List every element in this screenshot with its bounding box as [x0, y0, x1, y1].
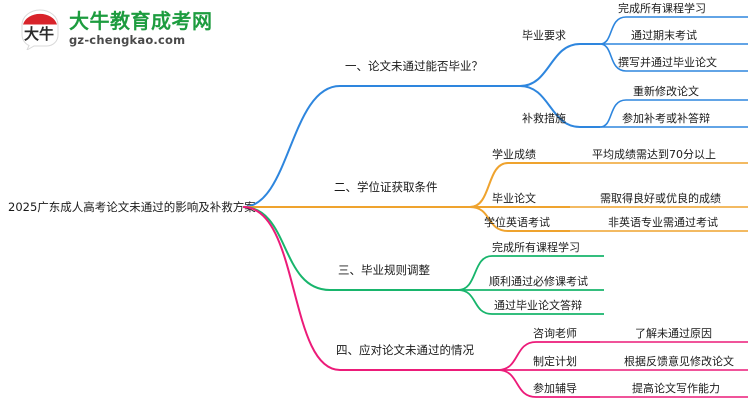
- branch-4-trunk: [242, 206, 498, 371]
- logo-title: 大牛教育成考网: [69, 9, 213, 34]
- branch-3-leaf-3-label: 通过毕业论文答辩: [494, 298, 582, 312]
- branch-2-label: 二、学位证获取条件: [334, 180, 438, 194]
- site-logo: 大牛 大牛教育成考网 gz-chengkao.com: [18, 8, 213, 52]
- branch-1-sub-1-leaf-3-connector: [599, 43, 748, 72]
- branch-2-sub-1-connector: [469, 162, 570, 208]
- branch-4-label: 四、应对论文未通过的情况: [336, 343, 474, 357]
- branch-2-sub-1-label: 学业成绩: [492, 147, 536, 161]
- branch-1-sub-2-leaf-2-label: 参加补考或补答辩: [622, 111, 710, 125]
- branch-2-sub-1-leaf-1-label: 平均成绩需达到70分以上: [592, 148, 716, 161]
- mindmap-branch-4[interactable]: 四、应对论文未通过的情况 咨询老师 了解未通过原因 制定计划 根据反馈意见修改论…: [242, 206, 748, 398]
- branch-1-sub-2-connector: [519, 85, 600, 128]
- svg-text:大牛: 大牛: [24, 25, 54, 43]
- branch-3-label: 三、毕业规则调整: [338, 263, 430, 277]
- branch-1-sub-2-label: 补救措施: [522, 111, 566, 125]
- branch-2-sub-3-leaf-1-label: 非英语专业需通过考试: [608, 215, 718, 229]
- branch-4-sub-2-label: 制定计划: [533, 354, 577, 368]
- branch-3-leaf-3-connector: [457, 289, 604, 315]
- branch-1-trunk: [242, 85, 520, 208]
- branch-4-sub-1-label: 咨询老师: [533, 326, 577, 340]
- branch-2-sub-2-label: 毕业论文: [492, 191, 536, 205]
- branch-2-sub-3-connector: [469, 206, 570, 232]
- branch-1-sub-1-leaf-2-label: 通过期末考试: [631, 28, 697, 42]
- branch-1-sub-1-leaf-3-label: 撰写并通过毕业论文: [618, 55, 717, 69]
- branch-1-sub-1-leaf-1-connector: [599, 16, 748, 45]
- logo-text-group: 大牛教育成考网 gz-chengkao.com: [69, 11, 213, 47]
- branch-1-sub-1-connector: [519, 43, 600, 87]
- branch-1-label: 一、论文未通过能否毕业？: [345, 59, 483, 73]
- branch-2-sub-3-label: 学位英语考试: [484, 215, 550, 229]
- branch-3-leaf-2-label: 顺利通过必修课考试: [489, 274, 588, 288]
- mindmap-branch-2[interactable]: 二、学位证获取条件 学业成绩 平均成绩需达到70分以上 毕业论文 需取得良好或优…: [243, 147, 748, 232]
- logo-domain: gz-chengkao.com: [69, 33, 186, 48]
- branch-1-sub-1-label: 毕业要求: [522, 29, 566, 42]
- mindmap-branch-3[interactable]: 三、毕业规则调整 完成所有课程学习 顺利通过必修课考试 通过毕业论文答辩: [242, 206, 604, 315]
- branch-4-sub-2-leaf-1-label: 根据反馈意见修改论文: [624, 354, 734, 368]
- branch-4-sub-1-connector: [497, 341, 600, 371]
- branch-1-sub-2-leaf-1-connector: [599, 99, 748, 128]
- branch-2-sub-2-leaf-1-label: 需取得良好或优良的成绩: [600, 191, 721, 205]
- branch-4-sub-1-leaf-1-label: 了解未通过原因: [635, 326, 712, 340]
- branch-4-sub-3-connector: [497, 369, 600, 398]
- branch-3-trunk: [242, 206, 458, 291]
- mindmap-root-label: 2025广东成人高考论文未通过的影响及补救方案: [8, 200, 256, 214]
- daniu-speech-bubble-logo-icon: 大牛: [18, 8, 62, 52]
- branch-3-leaf-1-connector: [457, 255, 604, 291]
- branch-1-sub-1-leaf-1-label: 完成所有课程学习: [618, 1, 706, 15]
- mindmap-branch-1[interactable]: 一、论文未通过能否毕业？ 毕业要求 完成所有课程学习 通过期末考试 撰写并通过毕…: [242, 1, 748, 208]
- branch-3-leaf-1-label: 完成所有课程学习: [492, 240, 580, 254]
- branch-4-sub-3-label: 参加辅导: [533, 381, 577, 395]
- branch-4-sub-3-leaf-1-label: 提高论文写作能力: [632, 381, 720, 395]
- branch-1-sub-2-leaf-1-label: 重新修改论文: [633, 84, 699, 98]
